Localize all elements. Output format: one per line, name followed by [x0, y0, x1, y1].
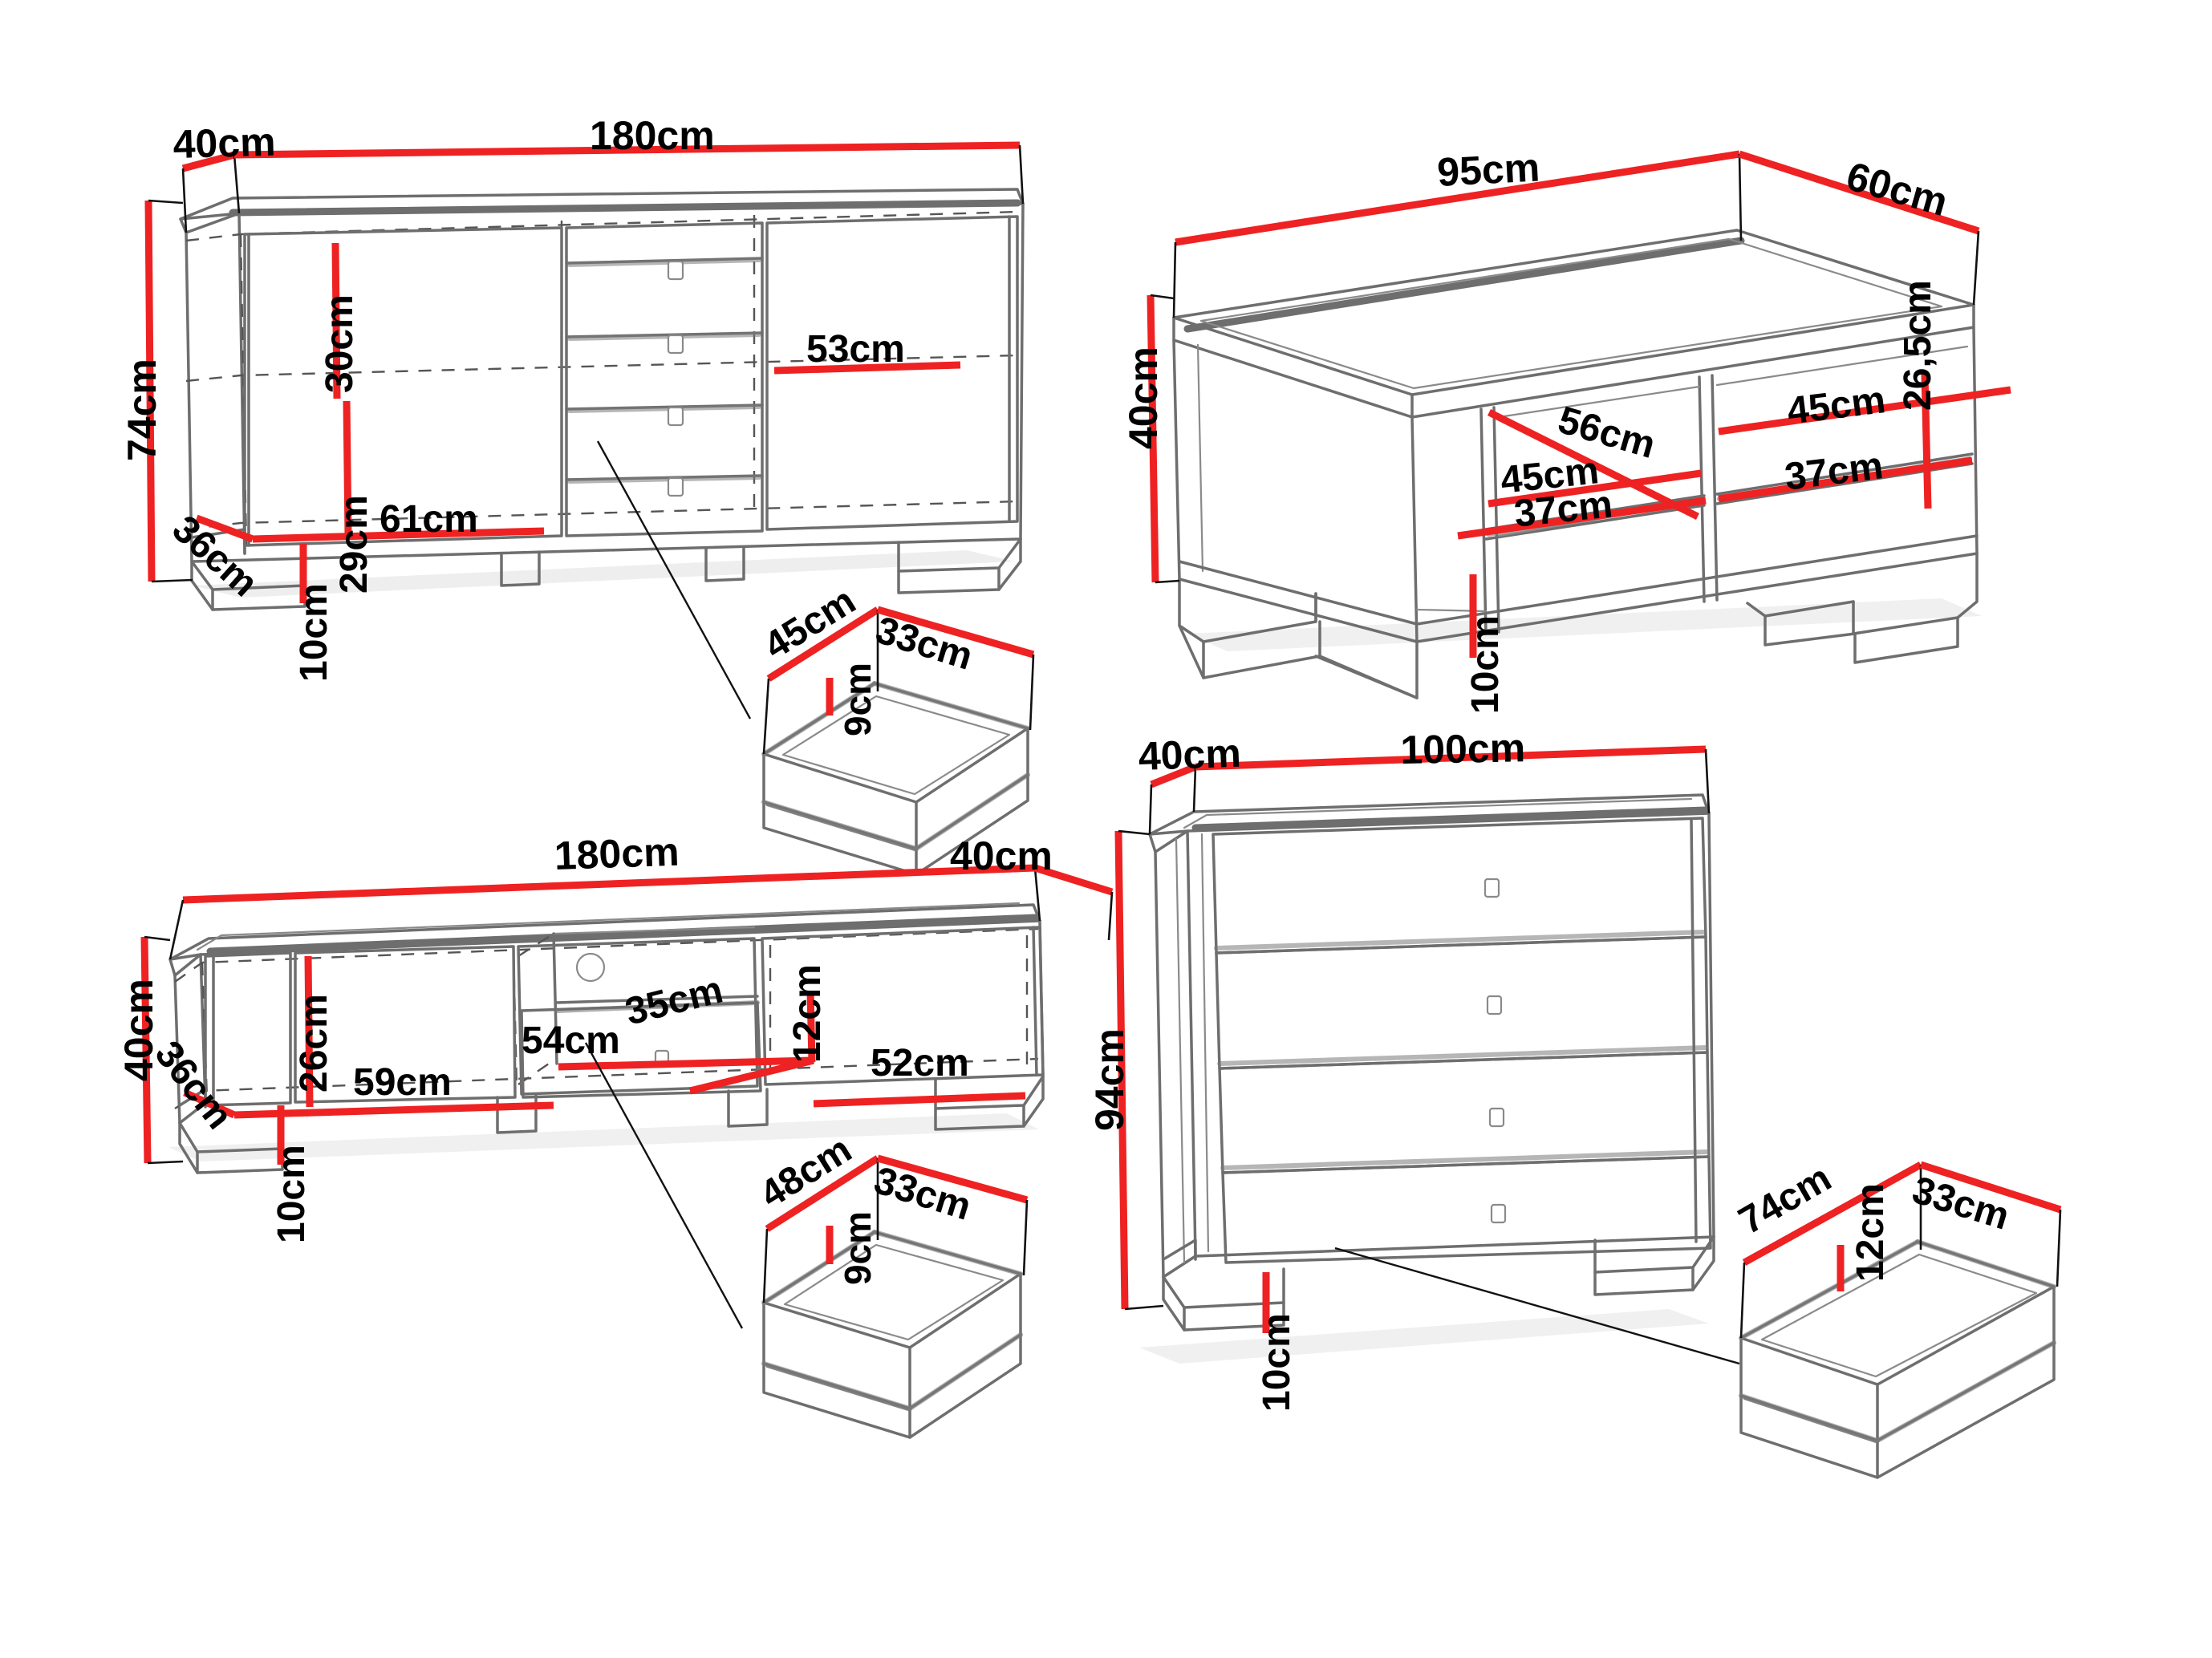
figure-sideboard-drawer [761, 606, 1035, 876]
figure-sideboard [144, 141, 1025, 720]
figure-coffee-table [1147, 150, 2011, 699]
figure-chest [1114, 745, 1740, 1365]
figure-tv-stand [140, 864, 1114, 1329]
figure-chest-drawer [1739, 1161, 2062, 1479]
figure-tv-drawer [761, 1154, 1029, 1439]
